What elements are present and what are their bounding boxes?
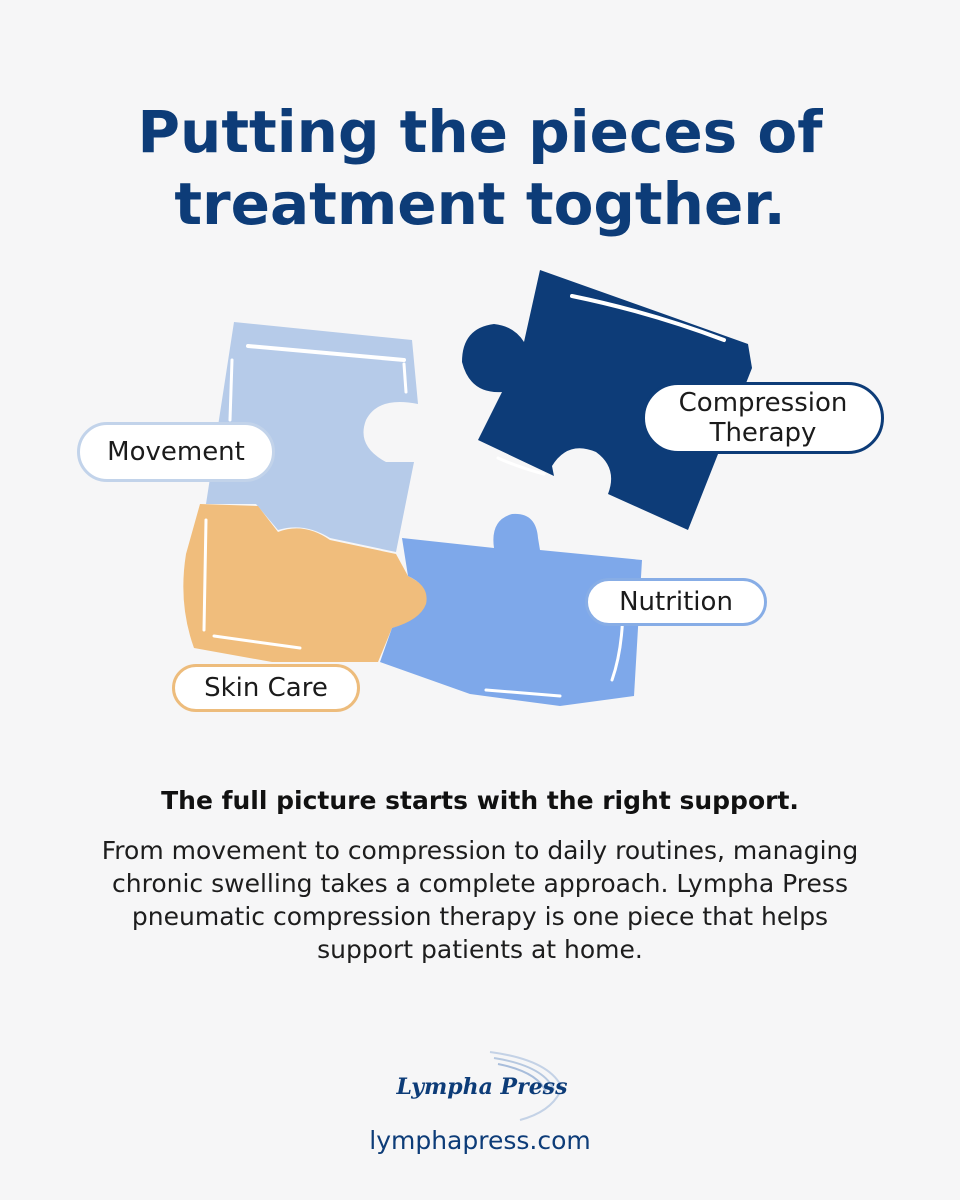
title-line-1: Putting the pieces of [137,98,823,166]
logo-wordmark: Lympha Press [396,1074,568,1100]
label-nutrition: Nutrition [585,578,767,626]
puzzle-piece-nutrition [380,513,642,706]
title-line-2: treatment togther. [174,170,786,238]
page-title: Putting the pieces of treatment togther. [0,96,960,240]
label-skin-care: Skin Care [172,664,360,712]
puzzle-piece-movement [206,322,418,552]
subheading: The full picture starts with the right s… [161,786,799,815]
label-movement: Movement [77,422,275,482]
logo-arcs-icon [489,1051,563,1121]
website-url[interactable]: lymphapress.com [369,1126,591,1155]
puzzle-piece-skin-care [183,504,429,662]
puzzle-piece-compression [462,270,752,530]
puzzle-illustration [183,270,752,706]
label-compression-therapy: Compression Therapy [642,382,884,454]
lympha-press-logo: Lympha Press [380,1046,580,1136]
body-paragraph: From movement to compression to daily ro… [101,836,859,964]
